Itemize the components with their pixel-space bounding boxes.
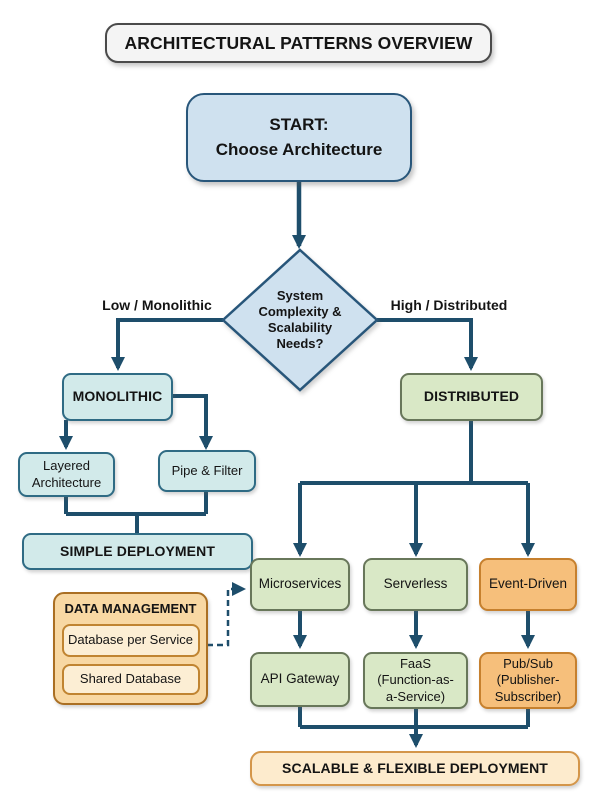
branch-label-low-monolithic: Low / Monolithic xyxy=(102,297,212,313)
pubsub-line3: Subscriber) xyxy=(494,688,562,704)
node-scalable-deployment: SCALABLE & FLEXIBLE DEPLOYMENT xyxy=(250,751,580,786)
connector-decision-distributed xyxy=(377,318,478,371)
group-data-management: DATA MANAGEMENT Database per Service Sha… xyxy=(53,592,208,705)
faas-line3: a-Service) xyxy=(385,688,446,704)
connector-merge-simple-deployment xyxy=(64,492,208,533)
node-faas: FaaS (Function-as- a-Service) xyxy=(363,652,468,709)
pubsub-line1: Pub/Sub xyxy=(503,655,553,671)
node-microservices: Microservices xyxy=(250,558,350,611)
node-shared-database: Shared Database xyxy=(61,663,200,695)
branch-label-high-distributed: High / Distributed xyxy=(390,297,508,313)
start-line1: START: xyxy=(269,114,329,134)
node-event-driven: Event-Driven xyxy=(479,558,577,611)
node-database-per-service: Database per Service xyxy=(61,623,200,657)
decision-diamond-shape xyxy=(221,248,379,392)
faas-line1: FaaS xyxy=(399,655,432,671)
connector-distributed-trunk xyxy=(300,421,528,485)
pubsub-line2: (Publisher- xyxy=(496,672,560,688)
connector-merge-scalable xyxy=(298,706,530,729)
data-management-title: DATA MANAGEMENT xyxy=(64,601,197,616)
node-pub-sub: Pub/Sub (Publisher- Subscriber) xyxy=(479,652,577,709)
connector-datamanagement-microservices-dashed xyxy=(207,582,246,647)
node-layered-architecture: Layered Architecture xyxy=(18,452,115,497)
node-pipe-filter: Pipe & Filter xyxy=(158,450,256,492)
start-line2: Choose Architecture xyxy=(215,139,383,159)
node-start: START: Choose Architecture xyxy=(186,93,412,182)
node-serverless: Serverless xyxy=(363,558,468,611)
node-api-gateway: API Gateway xyxy=(250,652,350,707)
connector-monolithic-pipe xyxy=(173,394,213,450)
faas-line2: (Function-as- xyxy=(377,672,454,688)
node-decision-label: System Complexity & Scalability Needs? xyxy=(258,287,342,352)
node-monolithic: MONOLITHIC xyxy=(62,373,173,421)
page-title: ARCHITECTURAL PATTERNS OVERVIEW xyxy=(105,23,492,63)
node-distributed: DISTRIBUTED xyxy=(400,373,543,421)
node-simple-deployment: SIMPLE DEPLOYMENT xyxy=(22,533,253,570)
connector-decision-monolithic xyxy=(111,318,223,371)
